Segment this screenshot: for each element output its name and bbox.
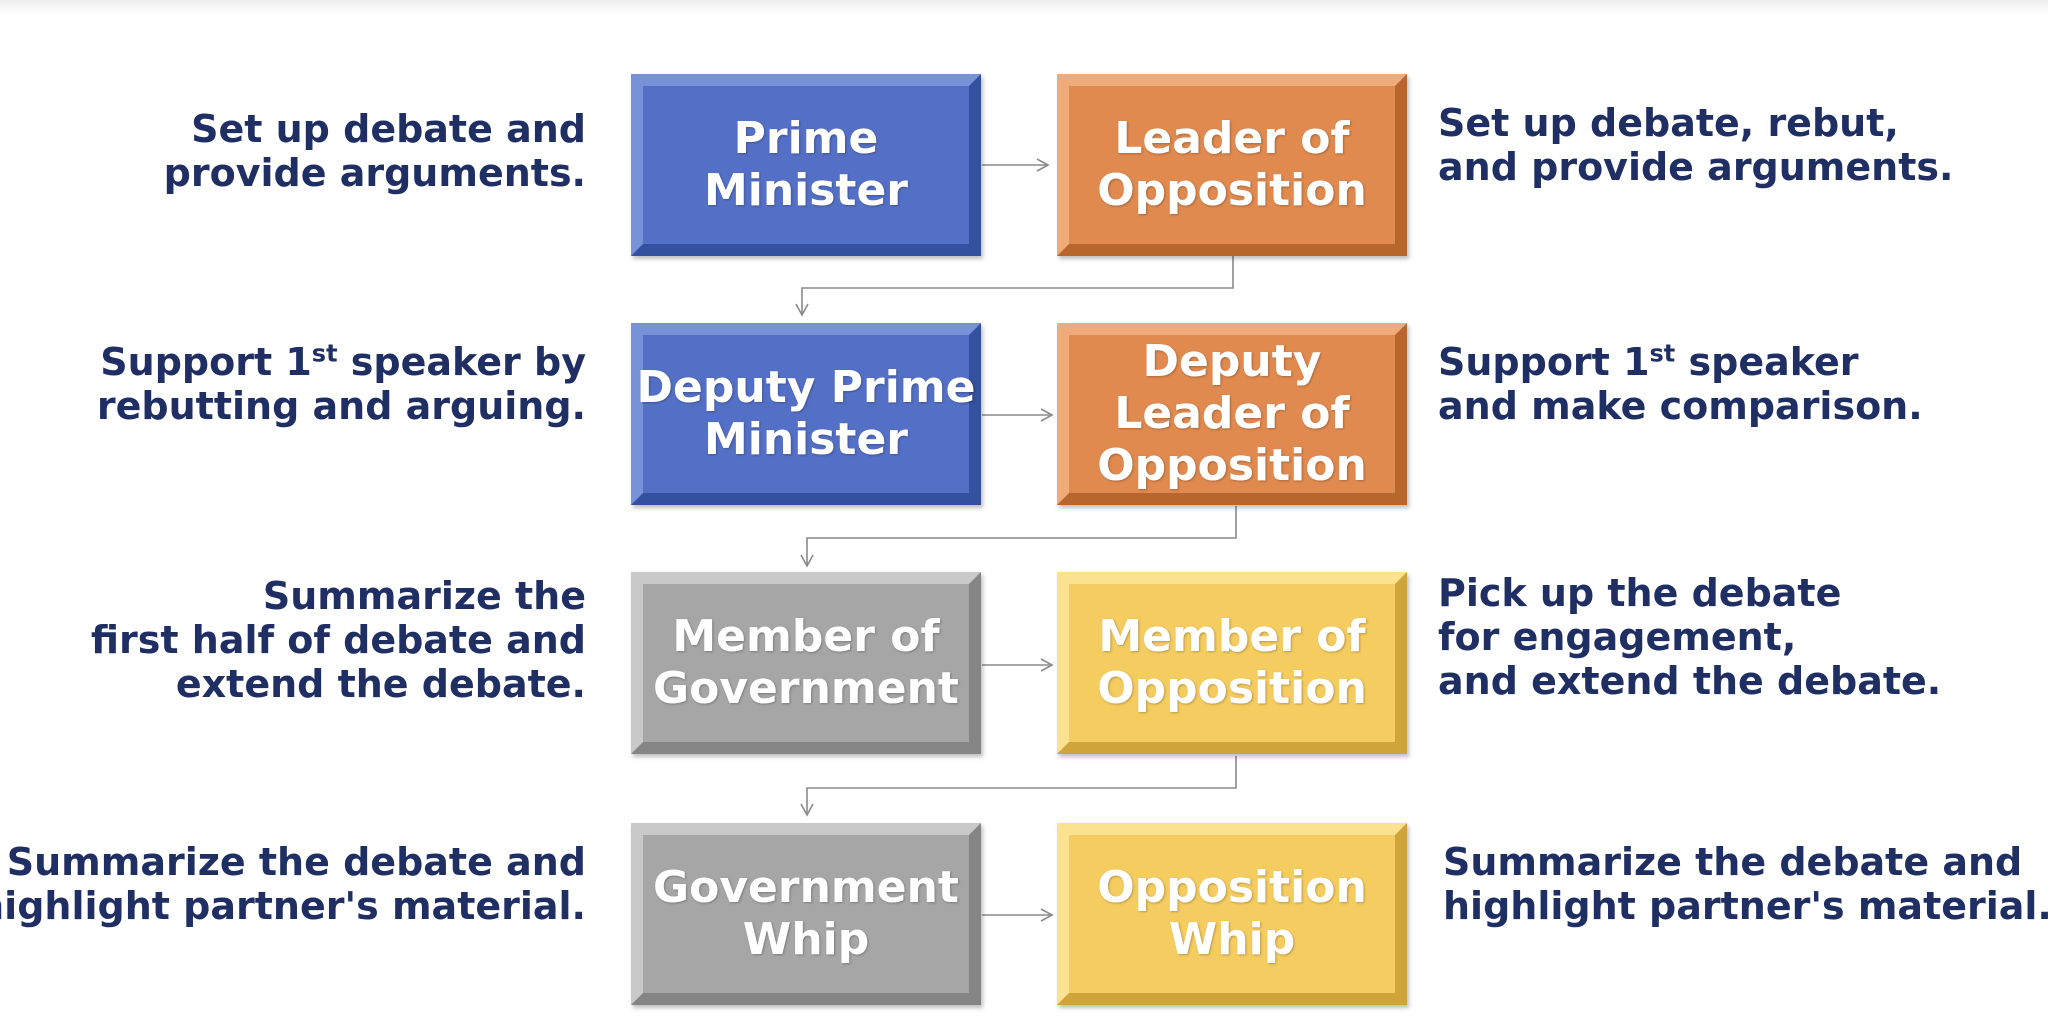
role-member-of-opposition: Pick up the debate for engagement, and e… — [1438, 571, 1942, 703]
role-government-whip: Summarize the debate and highlight partn… — [0, 840, 586, 928]
label-prime-minister: Prime Minister — [703, 113, 909, 216]
role-deputy-prime-minister: Support 1st speaker by rebutting and arg… — [97, 340, 586, 428]
role-deputy-leader-of-opposition-part2: speaker and make comparison. — [1438, 340, 1923, 428]
connector-dlo-to-mg — [800, 506, 1237, 568]
role-deputy-leader-of-opposition-sup: st — [1649, 339, 1676, 368]
label-member-of-government: Member of Government — [653, 611, 959, 714]
label-government-whip: Government Whip — [653, 862, 959, 965]
box-leader-of-opposition: Leader of Opposition — [1057, 74, 1407, 256]
box-member-of-government: Member of Government — [631, 572, 981, 754]
top-edge-shading — [0, 0, 2048, 14]
role-deputy-leader-of-opposition: Support 1st speaker and make comparison. — [1438, 340, 1923, 428]
role-deputy-prime-minister-part1: Support 1 — [100, 340, 312, 384]
label-deputy-prime-minister: Deputy Prime Minister — [636, 362, 976, 465]
role-member-of-government: Summarize the first half of debate and e… — [90, 574, 586, 706]
role-deputy-leader-of-opposition-part1: Support 1 — [1438, 340, 1650, 384]
label-opposition-whip: Opposition Whip — [1097, 862, 1367, 965]
connector-mo-to-gw — [800, 756, 1237, 817]
role-deputy-prime-minister-sup: st — [311, 339, 338, 368]
connector-lo-to-dpm — [795, 256, 1234, 317]
role-deputy-prime-minister-part2: speaker by rebutting and arguing. — [96, 340, 586, 428]
box-opposition-whip: Opposition Whip — [1057, 823, 1407, 1005]
role-leader-of-opposition: Set up debate, rebut, and provide argume… — [1438, 101, 1954, 189]
box-government-whip: Government Whip — [631, 823, 981, 1005]
box-deputy-prime-minister: Deputy Prime Minister — [631, 323, 981, 505]
label-leader-of-opposition: Leader of Opposition — [1097, 113, 1367, 216]
box-prime-minister: Prime Minister — [631, 74, 981, 256]
label-member-of-opposition: Member of Opposition — [1097, 611, 1367, 714]
box-deputy-leader-of-opposition: Deputy Leader of Opposition — [1057, 323, 1407, 505]
role-prime-minister: Set up debate and provide arguments. — [163, 107, 586, 195]
label-deputy-leader-of-opposition: Deputy Leader of Opposition — [1097, 336, 1367, 491]
box-member-of-opposition: Member of Opposition — [1057, 572, 1407, 754]
role-opposition-whip: Summarize the debate and highlight partn… — [1443, 840, 2048, 928]
